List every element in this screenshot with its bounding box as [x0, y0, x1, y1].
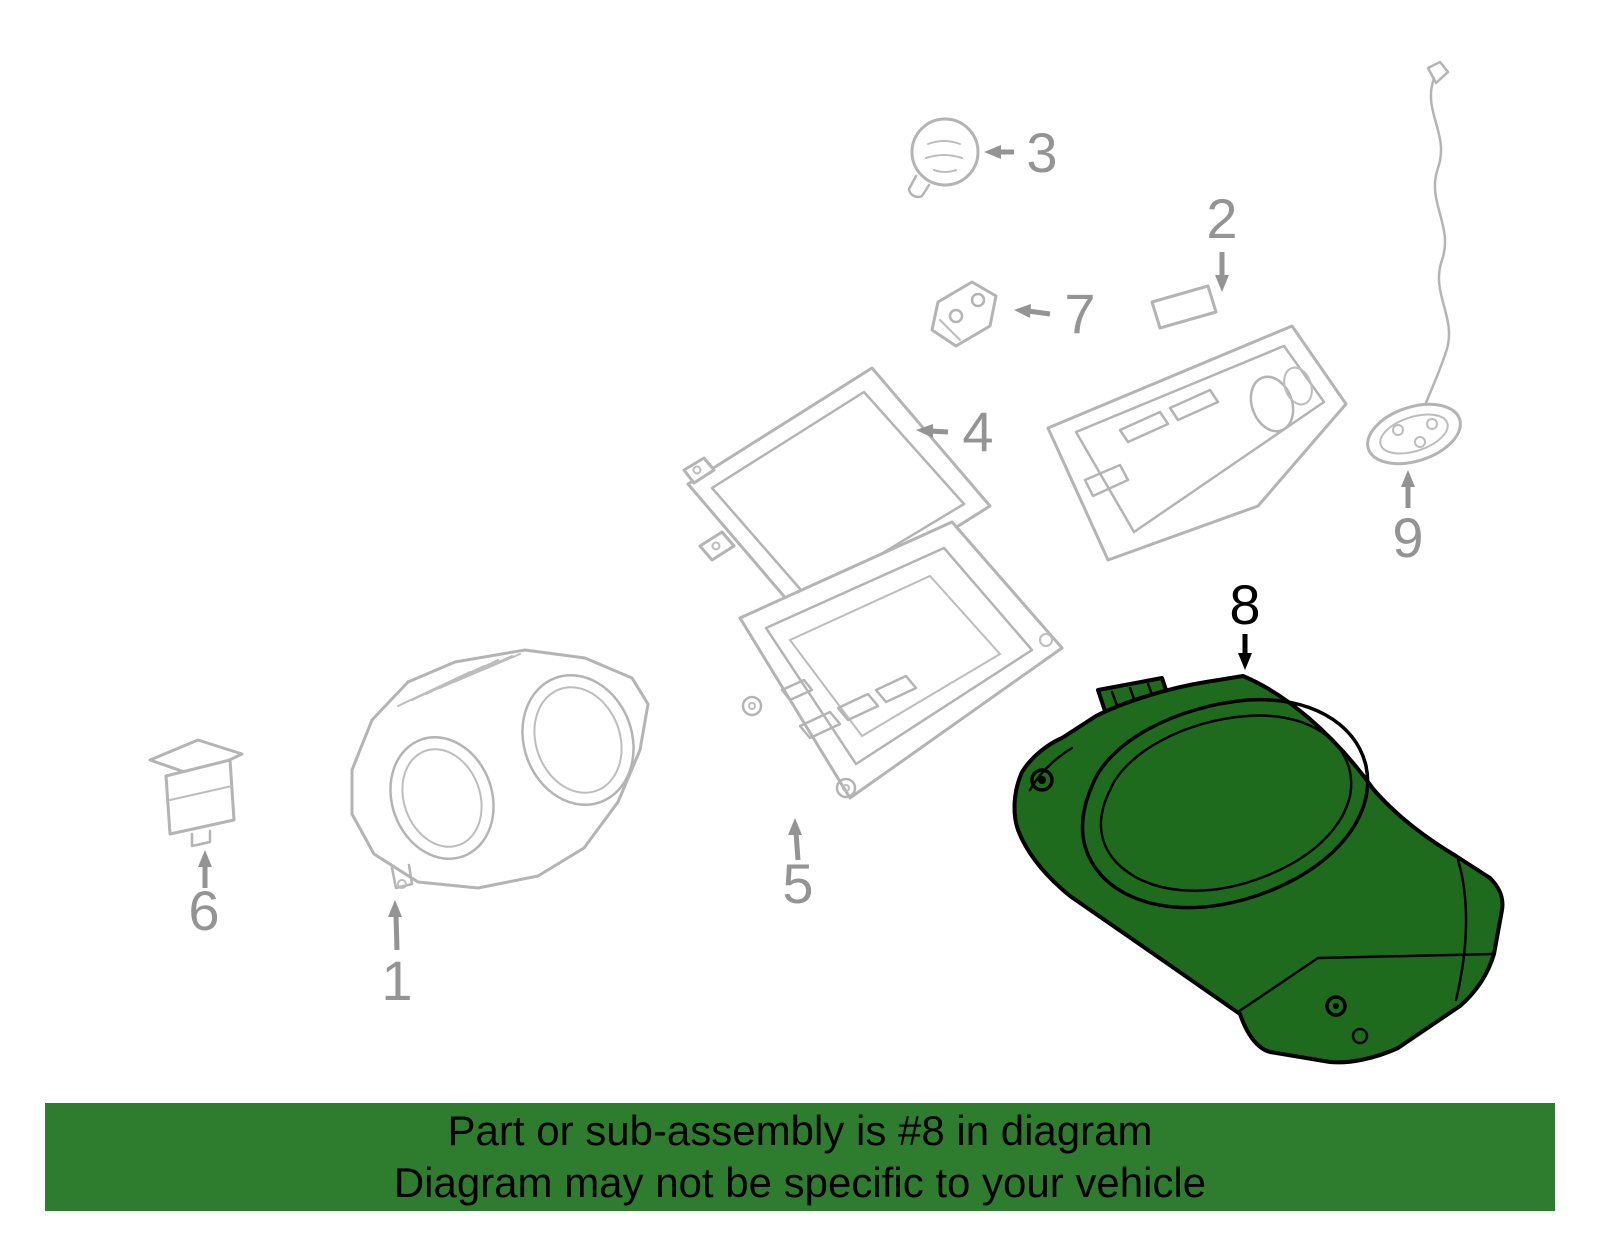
callout-9-arrow — [1401, 470, 1415, 508]
part-9-drawing — [1366, 60, 1462, 466]
callout-2-arrow — [1215, 252, 1229, 292]
callout-1-label: 1 — [381, 949, 412, 1012]
callout-5-arrow — [788, 818, 802, 861]
part-1-drawing — [350, 648, 650, 890]
callout-4-label: 4 — [962, 400, 993, 463]
callout-7-arrow — [1014, 304, 1051, 318]
part-4-drawing — [682, 366, 992, 624]
callout-7-label: 7 — [1064, 282, 1095, 345]
callout-1-arrow — [388, 900, 402, 951]
part-6-drawing — [148, 738, 244, 848]
callout-2-label: 2 — [1206, 187, 1237, 250]
banner-line-1: Part or sub-assembly is #8 in diagram — [447, 1106, 1153, 1154]
callout-8-arrow — [1238, 634, 1252, 670]
callout-4-arrow — [916, 424, 949, 438]
callout-6-arrow — [198, 850, 212, 888]
callout-5-label: 5 — [782, 852, 813, 915]
part-2-drawing — [1046, 284, 1348, 562]
part-8-drawing — [1012, 674, 1505, 1065]
banner-line-2: Diagram may not be specific to your vehi… — [393, 1159, 1207, 1206]
callout-3-label: 3 — [1026, 121, 1057, 184]
part-5-drawing — [738, 520, 1064, 800]
callout-6-label: 6 — [188, 879, 219, 942]
highlight-banner: Part or sub-assembly is #8 in diagram Di… — [45, 1103, 1555, 1211]
part-7-drawing — [930, 280, 998, 348]
callout-9-label: 9 — [1392, 506, 1423, 569]
part-3-drawing — [907, 117, 980, 199]
callout-8-label: 8 — [1229, 573, 1260, 636]
callout-3-arrow — [984, 145, 1014, 159]
